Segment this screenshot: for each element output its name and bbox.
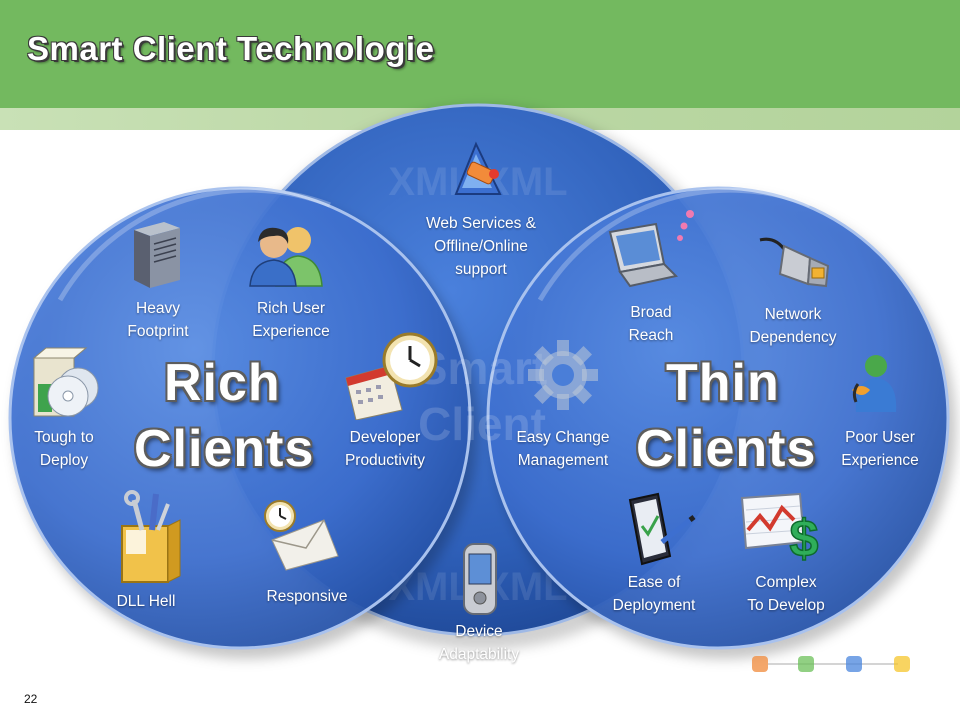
slide-title: Smart Client Technologie	[27, 30, 435, 67]
network-plug-icon	[759, 237, 830, 288]
server-icon	[134, 222, 180, 288]
rich-heading-line2: Clients	[134, 420, 315, 478]
mail-clock-icon	[264, 500, 339, 571]
header-bar	[0, 0, 960, 108]
label-broad-reach: Broad Reach	[628, 304, 674, 344]
rich-heading-line1: Rich	[164, 354, 281, 412]
label-heavy-footprint: Heavy Footprint	[127, 300, 189, 340]
laptop-icon	[608, 210, 694, 288]
watermark-line2: Client	[418, 398, 546, 450]
label-developer-productivity: Developer Productivity	[344, 429, 426, 469]
svg-text:$: $	[790, 510, 819, 568]
label-ease-of-deployment: Ease of Deployment	[612, 574, 696, 614]
rich-clients-heading: Rich Clients	[134, 350, 314, 482]
gear-icon	[528, 340, 598, 410]
decorative-dots	[752, 656, 910, 672]
thin-clients-heading: Thin Clients	[636, 350, 816, 482]
install-discs-icon	[32, 347, 99, 417]
thin-heading-line2: Clients	[636, 420, 817, 478]
thin-heading-line1: Thin	[666, 354, 780, 412]
label-tough-to-deploy: Tough to Deploy	[34, 429, 94, 469]
thin-clients-circle	[486, 186, 950, 650]
calendar-clock-icon	[345, 332, 438, 420]
chart-dollar-icon: $	[740, 492, 819, 568]
messenger-icon	[852, 355, 897, 412]
label-network-dependency: Network Dependency	[749, 306, 837, 346]
tablet-pen-icon	[628, 492, 696, 566]
watermark-line1: Smart	[416, 342, 548, 394]
web-services-icon	[454, 141, 502, 195]
label-easy-change-management: Easy Change Management	[516, 429, 610, 469]
pda-icon	[463, 543, 497, 615]
label-complex-to-develop: Complex To Develop	[747, 574, 825, 614]
page-number: 22	[24, 692, 38, 706]
label-device-adaptability: Device Adaptability	[438, 623, 520, 663]
users-icon	[249, 227, 323, 287]
label-rich-user-experience: Rich User Experience	[252, 300, 330, 340]
label-dll-hell: DLL Hell	[116, 593, 176, 610]
label-poor-user-experience: Poor User Experience	[841, 429, 919, 469]
toolbox-icon	[121, 490, 181, 583]
label-web-services: Web Services & Offline/Online support	[426, 215, 536, 278]
label-responsive: Responsive	[266, 588, 348, 605]
smart-client-watermark: Smart Client	[392, 340, 572, 452]
